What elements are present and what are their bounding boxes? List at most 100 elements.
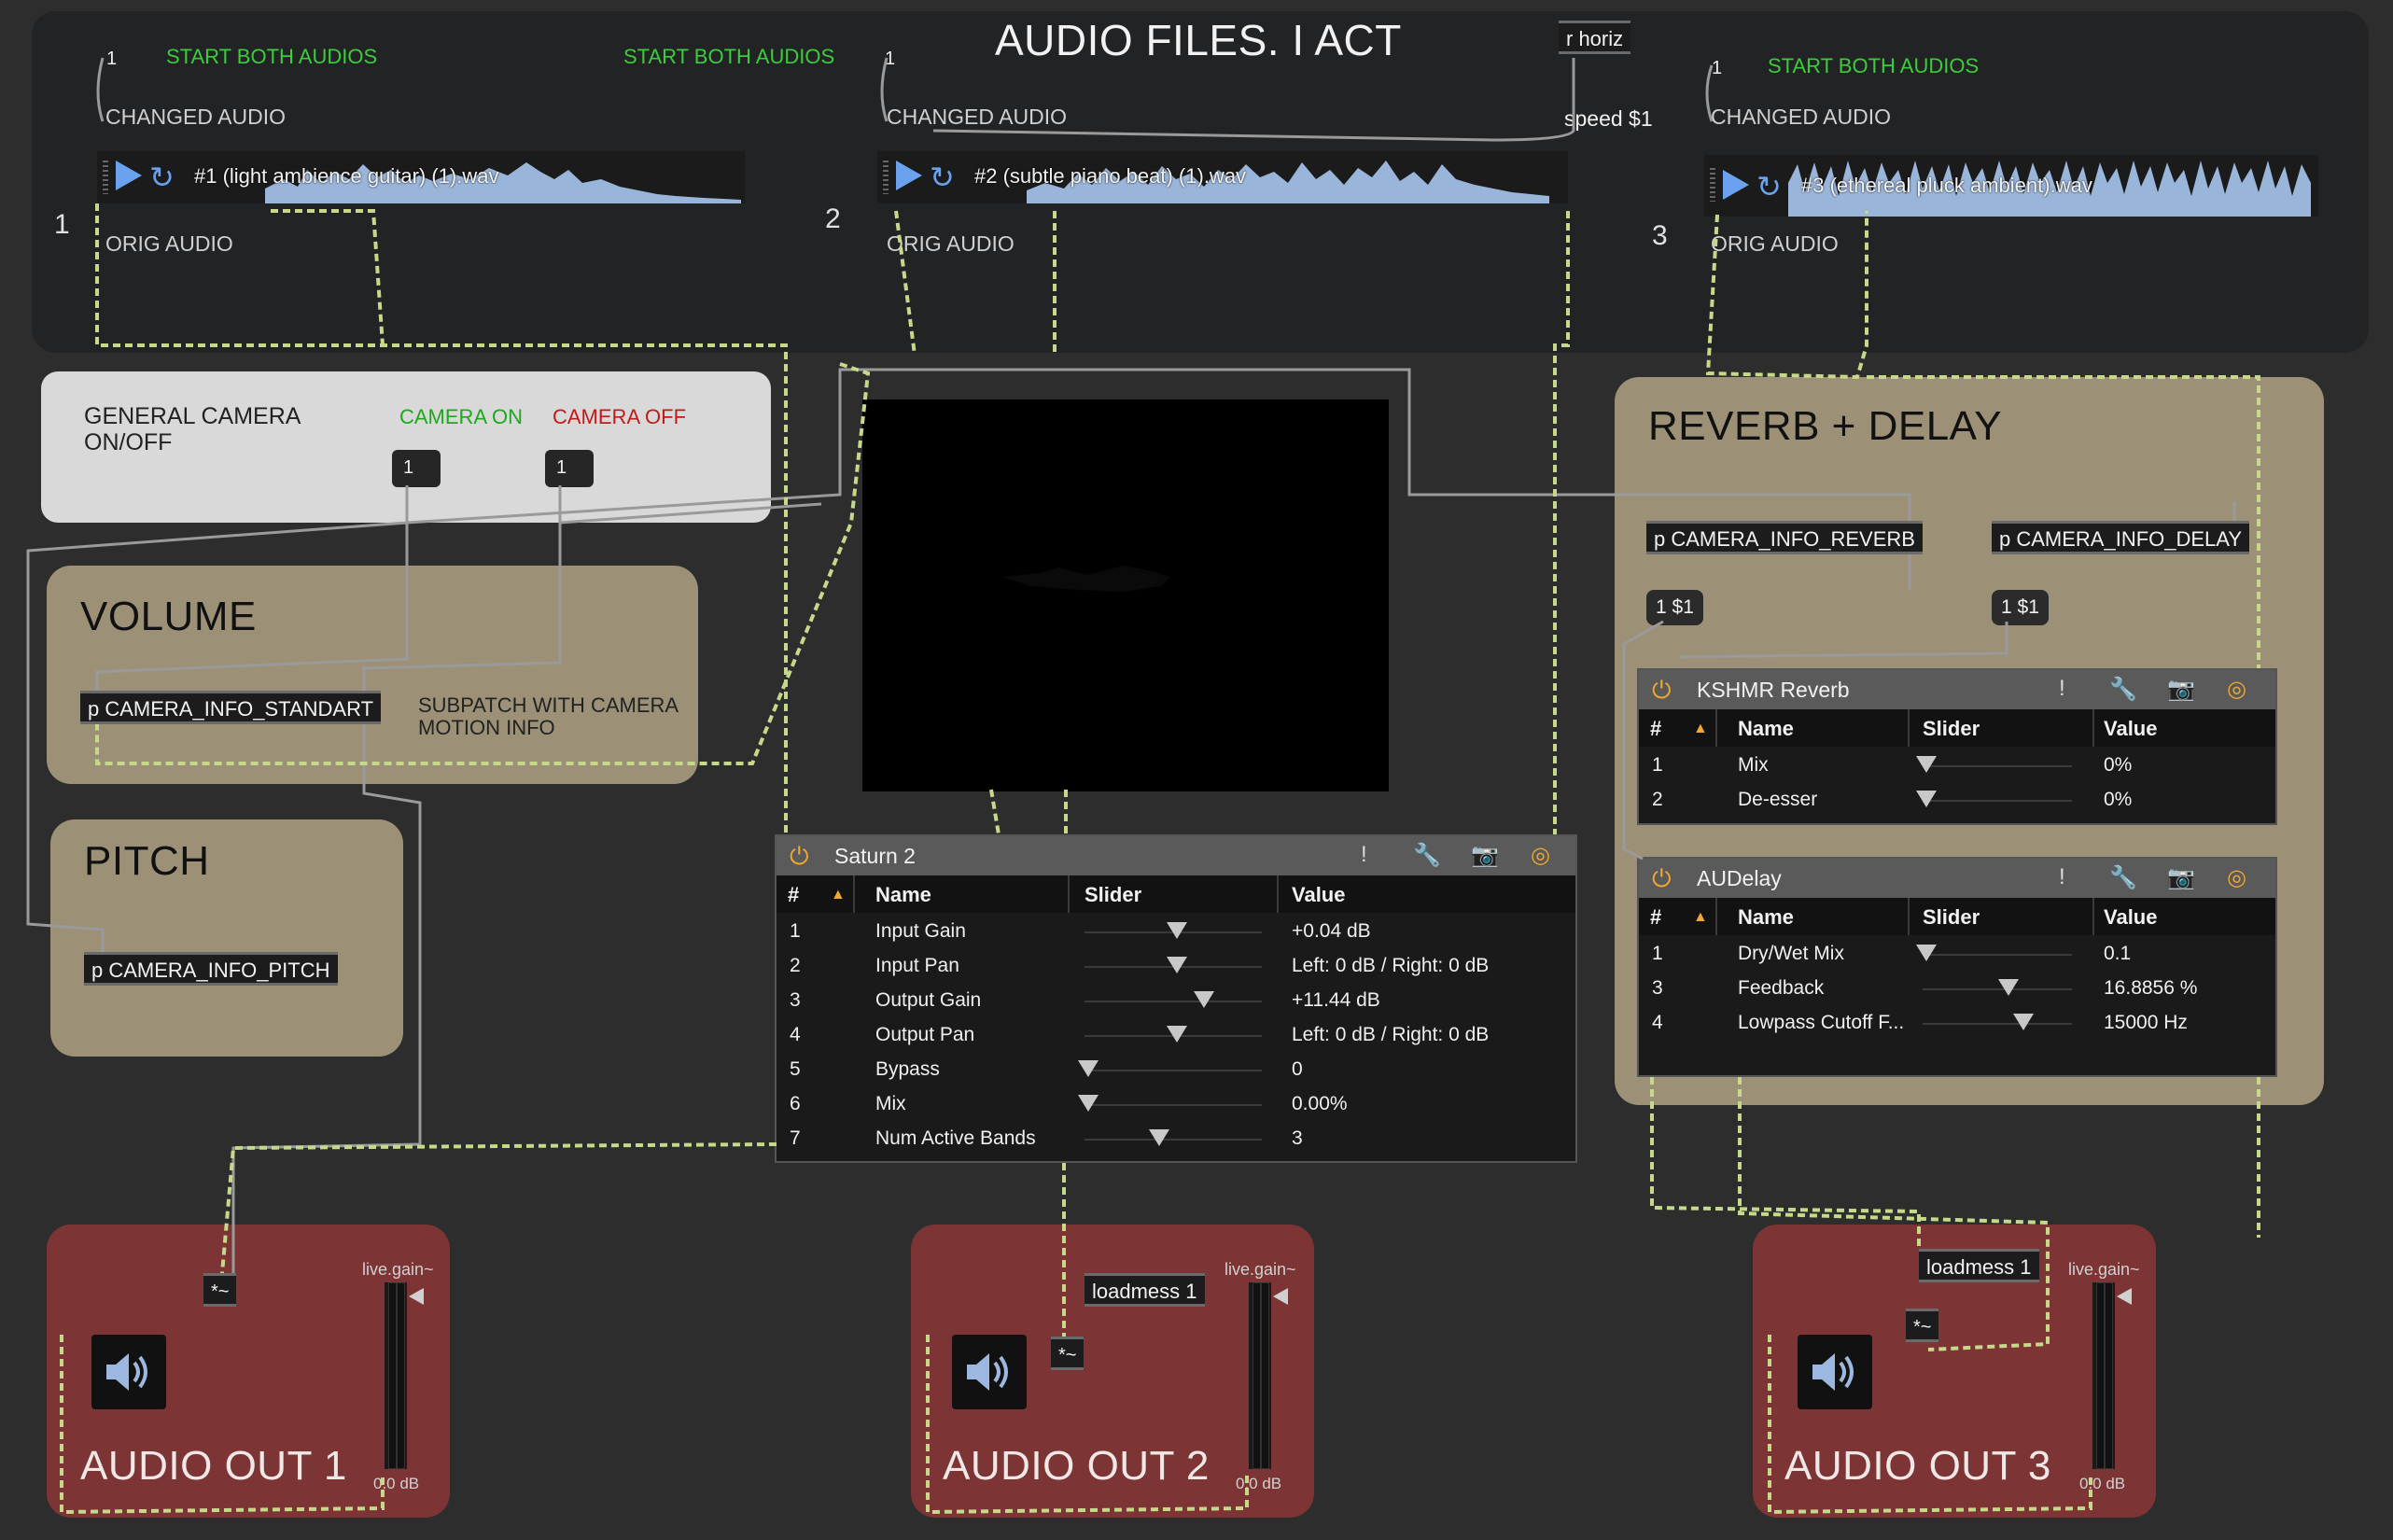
exclaim-icon[interactable]: !: [1361, 842, 1367, 867]
device-name: KSHMR Reverb: [1697, 678, 1850, 702]
param-slider-track[interactable]: [1923, 800, 2072, 802]
param-slider-track[interactable]: [1923, 954, 2072, 956]
gain-handle[interactable]: [1273, 1288, 1288, 1305]
camera-icon[interactable]: 📷: [2167, 677, 2195, 702]
drag-handle[interactable]: [103, 161, 108, 194]
live-gain-slider-1[interactable]: [385, 1282, 424, 1469]
camera-off-message[interactable]: 1: [545, 450, 594, 487]
live-gain-slider-2[interactable]: [1249, 1282, 1288, 1469]
loop-icon[interactable]: ↻: [149, 161, 175, 194]
drag-handle[interactable]: [883, 161, 889, 194]
multiply-signal-3[interactable]: *~: [1906, 1309, 1939, 1342]
live-gain-slider-3[interactable]: [2092, 1282, 2132, 1469]
toggle-track-1[interactable]: 1: [106, 49, 118, 69]
sort-icon[interactable]: ▲: [1693, 721, 1708, 736]
gain-handle[interactable]: [2117, 1288, 2132, 1305]
camera-icon[interactable]: 📷: [2167, 865, 2195, 890]
camera-on-message[interactable]: 1: [392, 450, 441, 487]
sort-icon[interactable]: ▲: [831, 887, 846, 903]
param-slider-thumb[interactable]: [1167, 1026, 1187, 1043]
sort-icon[interactable]: ▲: [1693, 909, 1708, 925]
col-slider: Slider: [1085, 883, 1142, 906]
play-icon[interactable]: [1723, 170, 1749, 200]
toggle-track-3[interactable]: 1: [1712, 58, 1723, 78]
subpatch-camera-info-pitch[interactable]: p CAMERA_INFO_PITCH: [84, 952, 338, 986]
audio-out-2-title: AUDIO OUT 2: [943, 1443, 1210, 1489]
param-slider-track[interactable]: [1085, 1070, 1262, 1071]
wrench-icon[interactable]: 🔧: [2109, 865, 2137, 890]
saturn-device[interactable]: ⏻ Saturn 2 ! 🔧 📷 ◎ # ▲ Name Slider Value…: [775, 834, 1577, 1163]
link-icon[interactable]: ◎: [2227, 677, 2246, 702]
param-value: 0: [1292, 1058, 1303, 1080]
speaker-icon[interactable]: [91, 1335, 166, 1409]
reverb-device[interactable]: ⏻ KSHMR Reverb ! 🔧 📷 ◎ # ▲ Name Slider V…: [1637, 668, 2277, 825]
sfplay-waveform-3[interactable]: ↻ #3 (ethereal pluck ambient).wav: [1704, 155, 2318, 217]
changed-audio-label-3: CHANGED AUDIO: [1711, 105, 1891, 129]
drag-handle[interactable]: [1710, 168, 1715, 202]
reverb-message[interactable]: 1 $1: [1646, 590, 1703, 625]
link-icon[interactable]: ◎: [2227, 865, 2246, 890]
toggle-track-2[interactable]: 1: [885, 49, 896, 69]
subpatch-camera-info-reverb[interactable]: p CAMERA_INFO_REVERB: [1646, 521, 1923, 554]
delay-message[interactable]: 1 $1: [1992, 590, 2049, 625]
link-icon[interactable]: ◎: [1531, 843, 1550, 868]
play-icon[interactable]: [116, 161, 142, 190]
param-slider-thumb[interactable]: [1916, 791, 1937, 807]
param-slider-thumb[interactable]: [1167, 922, 1187, 939]
multiply-signal-1[interactable]: *~: [203, 1273, 237, 1307]
param-slider-track[interactable]: [1923, 765, 2072, 767]
exclaim-icon[interactable]: !: [2059, 864, 2065, 889]
delay-device[interactable]: ⏻ AUDelay ! 🔧 📷 ◎ # ▲ Name Slider Value …: [1637, 857, 2277, 1077]
param-slider-thumb[interactable]: [1998, 979, 2019, 996]
loop-icon[interactable]: ↻: [930, 161, 955, 194]
sfplay-waveform-2[interactable]: ↻ #2 (subtle piano beat) (1).wav: [877, 151, 1568, 203]
param-slider-thumb[interactable]: [1078, 1095, 1099, 1112]
wrench-icon[interactable]: 🔧: [2109, 677, 2137, 702]
sfplay-waveform-1[interactable]: ↻ #1 (light ambience guitar) (1).wav: [97, 151, 745, 203]
col-slider: Slider: [1923, 905, 1980, 929]
speaker-icon[interactable]: [952, 1335, 1027, 1409]
param-slider-thumb[interactable]: [2013, 1014, 2034, 1030]
param-slider-track[interactable]: [1923, 988, 2072, 990]
param-slider-thumb[interactable]: [1078, 1060, 1099, 1077]
param-slider-track[interactable]: [1085, 1104, 1262, 1106]
param-slider-thumb[interactable]: [1193, 991, 1214, 1008]
param-value: 0%: [2104, 789, 2133, 810]
param-slider-track[interactable]: [1085, 1139, 1262, 1141]
loadmess-3[interactable]: loadmess 1: [1919, 1249, 2039, 1282]
loop-icon[interactable]: ↻: [1756, 170, 1782, 203]
exclaim-icon[interactable]: !: [2059, 676, 2065, 701]
play-icon[interactable]: [896, 161, 922, 190]
subpatch-camera-info-standart[interactable]: p CAMERA_INFO_STANDART: [80, 691, 382, 724]
subpatch-camera-info-delay[interactable]: p CAMERA_INFO_DELAY: [1992, 521, 2250, 554]
power-icon[interactable]: ⏻: [1652, 676, 1672, 704]
param-slider-thumb[interactable]: [1149, 1129, 1169, 1146]
wrench-icon[interactable]: 🔧: [1413, 843, 1441, 868]
r-horiz-object[interactable]: r horiz: [1559, 21, 1631, 54]
power-icon[interactable]: ⏻: [1652, 864, 1672, 892]
multiply-signal-2[interactable]: *~: [1051, 1337, 1085, 1370]
camera-icon[interactable]: 📷: [1471, 843, 1499, 868]
gain-handle[interactable]: [409, 1288, 424, 1305]
loadmess-2[interactable]: loadmess 1: [1085, 1273, 1205, 1307]
param-slider-track[interactable]: [1085, 1001, 1262, 1002]
param-slider-thumb[interactable]: [1167, 957, 1187, 973]
power-icon[interactable]: ⏻: [790, 842, 809, 870]
param-slider-track[interactable]: [1923, 1023, 2072, 1025]
param-slider-thumb[interactable]: [1916, 945, 1937, 961]
speed-message[interactable]: speed $1: [1564, 106, 1653, 131]
speaker-icon[interactable]: [1798, 1335, 1872, 1409]
param-slider-thumb[interactable]: [1916, 756, 1937, 773]
